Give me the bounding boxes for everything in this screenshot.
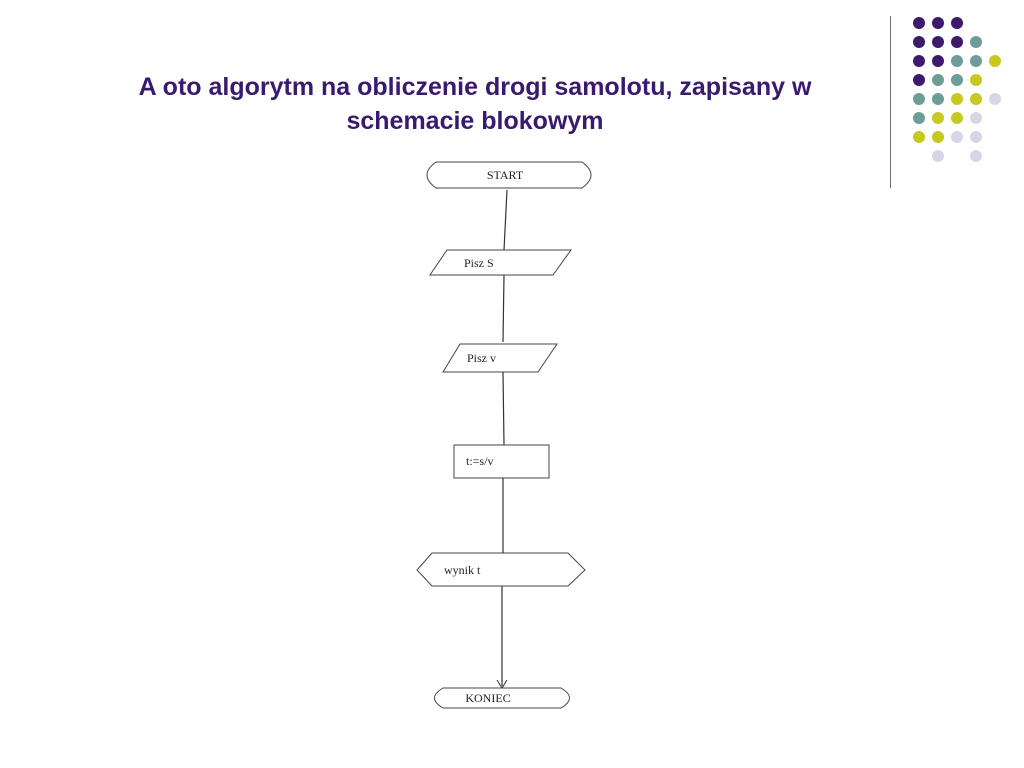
decor-dot: [913, 36, 925, 48]
input-v-block: Pisz v: [442, 343, 558, 373]
output-label: wynik t: [444, 563, 481, 577]
decor-dot: [932, 131, 944, 143]
decor-dot: [970, 150, 982, 162]
input-s-block: Pisz S: [429, 249, 572, 276]
output-block: wynik t: [416, 552, 586, 587]
decor-dot: [951, 131, 963, 143]
decor-dot: [970, 112, 982, 124]
start-label: START: [487, 168, 524, 182]
end-terminal: KONIEC: [434, 687, 570, 709]
decor-dot: [989, 93, 1001, 105]
decor-dot: [913, 17, 925, 29]
end-label: KONIEC: [465, 691, 510, 705]
decor-dot: [913, 131, 925, 143]
decor-dot: [989, 55, 1001, 67]
decor-dot: [932, 55, 944, 67]
decor-dot: [913, 93, 925, 105]
decor-dot: [932, 36, 944, 48]
decor-dot: [951, 36, 963, 48]
decor-dot: [970, 55, 982, 67]
slide-title-line-1: A oto algorytm na obliczenie drogi samol…: [138, 73, 812, 101]
decor-dot: [951, 93, 963, 105]
decor-dot: [932, 74, 944, 86]
decor-dot: [932, 93, 944, 105]
input-v-label: Pisz v: [467, 351, 496, 365]
slide-title: A oto algorytm na obliczenie drogi samol…: [60, 70, 890, 138]
decor-dot: [932, 150, 944, 162]
decor-dot: [951, 17, 963, 29]
slide-title-line-2: schemacie blokowym: [346, 107, 604, 135]
decor-dot: [970, 36, 982, 48]
decor-dot: [970, 131, 982, 143]
input-s-label: Pisz S: [464, 256, 494, 270]
connector-input-s-to-input-v: [502, 274, 505, 343]
decor-dot: [951, 74, 963, 86]
decor-dot: [913, 55, 925, 67]
process-label: t:=s/v: [466, 454, 493, 468]
decor-dot: [913, 74, 925, 86]
decorative-divider: [890, 16, 891, 188]
decor-dot: [951, 112, 963, 124]
decor-dot: [913, 112, 925, 124]
decor-dot: [970, 93, 982, 105]
start-terminal: START: [426, 161, 592, 189]
decor-dot: [932, 17, 944, 29]
connector-start-to-input-s: [503, 189, 508, 251]
decor-dot: [932, 112, 944, 124]
connector-input-v-to-process: [502, 371, 505, 446]
decor-dot: [951, 55, 963, 67]
process-block: t:=s/v: [453, 444, 550, 479]
decor-dot: [970, 74, 982, 86]
